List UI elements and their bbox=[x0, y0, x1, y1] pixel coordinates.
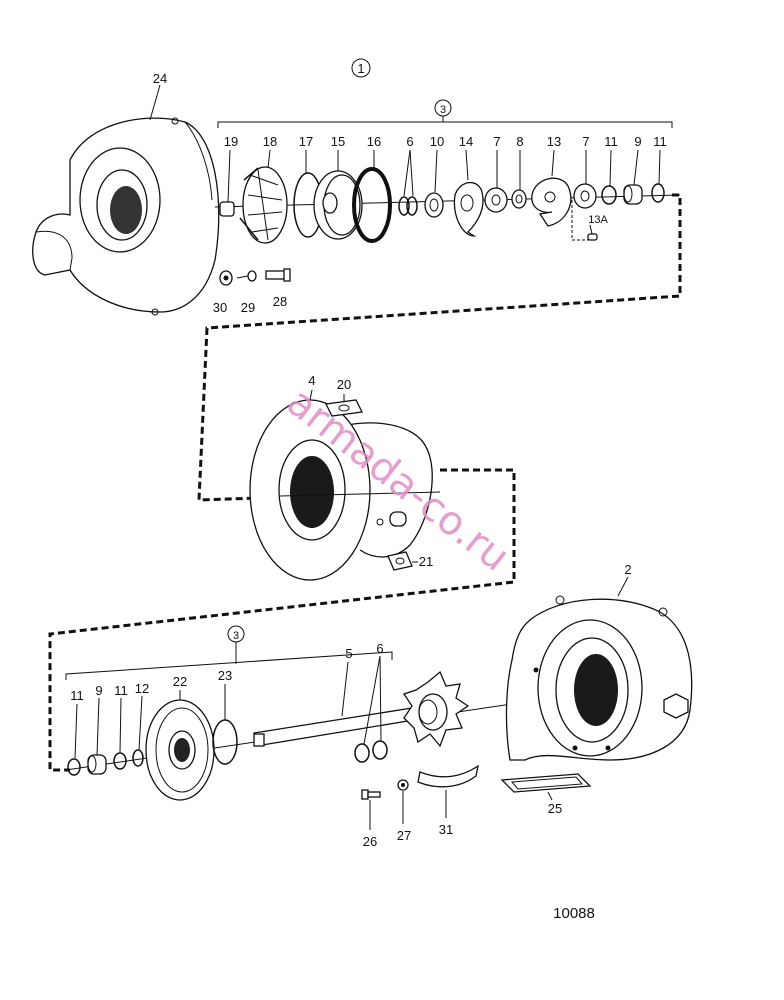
part-13-thrust-bearing bbox=[531, 149, 572, 227]
label-17: 17 bbox=[299, 134, 313, 149]
part-27-washer bbox=[397, 779, 409, 824]
label-6-lower: 6 bbox=[376, 641, 383, 656]
label-15: 15 bbox=[331, 134, 345, 149]
upper-kit-bracket: 3 bbox=[217, 99, 673, 128]
part-18-compressor-wheel bbox=[239, 149, 288, 244]
lower-kit-number: 3 bbox=[233, 630, 239, 642]
part-11-circlip-d bbox=[113, 697, 127, 770]
label-9-a: 9 bbox=[634, 134, 641, 149]
part-23-retaining-ring bbox=[212, 684, 238, 765]
part-31-clamp bbox=[417, 764, 479, 818]
lower-kit-bracket: 3 bbox=[65, 625, 393, 680]
label-11-b: 11 bbox=[653, 134, 667, 149]
part-29-lock-washer bbox=[236, 270, 257, 282]
label-8: 8 bbox=[516, 134, 523, 149]
dashed-connector-upper bbox=[197, 193, 682, 502]
compressor-housing bbox=[32, 84, 220, 316]
label-23: 23 bbox=[218, 668, 232, 683]
label-7-b: 7 bbox=[582, 134, 589, 149]
label-9-b: 9 bbox=[95, 683, 102, 698]
dashed-connector-lower bbox=[48, 468, 516, 772]
part-7-washer-b bbox=[573, 150, 597, 209]
label-24: 24 bbox=[153, 71, 167, 86]
part-11-circlip-a bbox=[601, 149, 617, 205]
label-30: 30 bbox=[213, 300, 227, 315]
label-13: 13 bbox=[547, 134, 561, 149]
part-10-sleeve bbox=[424, 149, 444, 218]
label-6-upper: 6 bbox=[406, 134, 413, 149]
bearing-housing bbox=[249, 389, 433, 581]
label-22: 22 bbox=[173, 674, 187, 689]
part-21-gasket bbox=[387, 551, 418, 571]
part-8-thrust-collar bbox=[511, 150, 527, 209]
label-19: 19 bbox=[224, 134, 238, 149]
part-30-washer bbox=[219, 270, 233, 286]
upper-kit-number: 3 bbox=[440, 104, 446, 116]
label-11-a: 11 bbox=[604, 134, 618, 149]
part-13a-pin bbox=[571, 200, 598, 241]
part-14-oil-deflector bbox=[453, 149, 484, 237]
label-11-c: 11 bbox=[70, 688, 84, 703]
label-21: 21 bbox=[419, 554, 433, 569]
label-11-d: 11 bbox=[114, 683, 128, 698]
part-16-o-ring bbox=[352, 150, 392, 243]
label-14: 14 bbox=[459, 134, 473, 149]
part-28-bolt bbox=[265, 268, 291, 282]
part-15-seal-plate bbox=[313, 150, 363, 240]
label-12: 12 bbox=[135, 681, 149, 696]
label-20: 20 bbox=[337, 377, 351, 392]
part-20-gasket bbox=[325, 394, 363, 417]
turbine-wheel bbox=[402, 670, 470, 748]
part-11-circlip-c bbox=[67, 703, 81, 776]
label-27: 27 bbox=[397, 828, 411, 843]
part-19-nut bbox=[219, 149, 235, 217]
label-25: 25 bbox=[548, 801, 562, 816]
label-10: 10 bbox=[430, 134, 444, 149]
label-4: 4 bbox=[308, 373, 315, 388]
part-9-bearing-b bbox=[87, 697, 107, 775]
assembly-callout-number: 1 bbox=[357, 61, 364, 76]
label-13a: 13A bbox=[588, 214, 608, 226]
part-7-washer-a bbox=[484, 150, 508, 213]
label-5: 5 bbox=[345, 646, 352, 661]
part-5-turbine-shaft bbox=[253, 661, 415, 747]
label-31: 31 bbox=[439, 822, 453, 837]
label-29: 29 bbox=[241, 300, 255, 315]
part-26-screw bbox=[361, 789, 381, 830]
part-25-gasket bbox=[500, 773, 592, 801]
label-28: 28 bbox=[273, 294, 287, 309]
label-16: 16 bbox=[367, 134, 381, 149]
part-11-circlip-b bbox=[651, 149, 665, 203]
part-9-bearing bbox=[623, 149, 643, 205]
document-number: 10088 bbox=[553, 905, 595, 922]
part-6-piston-rings bbox=[398, 149, 418, 216]
part-12-ring bbox=[132, 695, 144, 767]
label-18: 18 bbox=[263, 134, 277, 149]
assembly-callout: 1 bbox=[351, 58, 371, 78]
part-22-heat-shield bbox=[145, 690, 215, 801]
label-7-a: 7 bbox=[493, 134, 500, 149]
turbine-housing bbox=[505, 576, 693, 761]
label-26: 26 bbox=[363, 834, 377, 849]
part-6-piston-rings-lower bbox=[354, 655, 388, 763]
label-2: 2 bbox=[624, 562, 631, 577]
